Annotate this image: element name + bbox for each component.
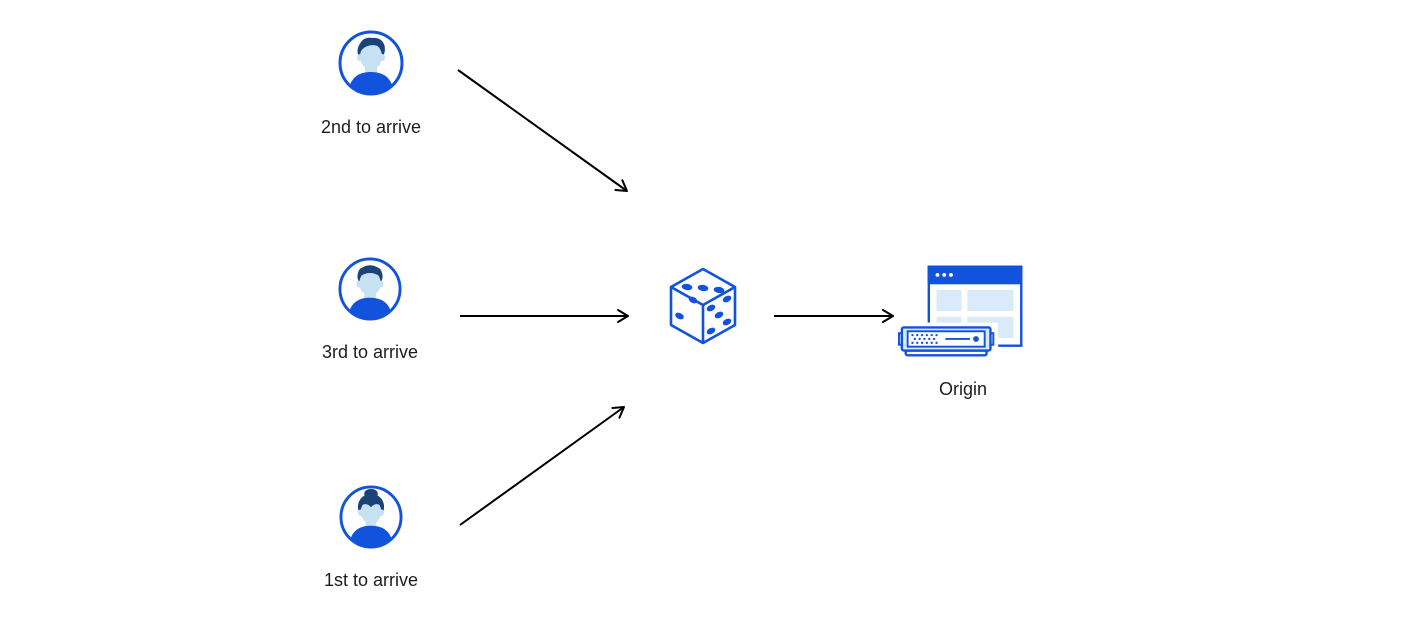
node-user-middle: 3rd to arrive: [290, 257, 450, 363]
dice-icon: [669, 267, 737, 345]
server-icon: [898, 322, 999, 359]
node-origin: Origin: [883, 262, 1043, 400]
server-vent-dots: [911, 333, 938, 344]
dice-pips: [675, 283, 732, 335]
node-randomizer: [666, 266, 740, 352]
male-avatar-flat-top-icon: [338, 257, 402, 321]
arrow-user-bottom-to-dice: [459, 406, 625, 526]
origin-label: Origin: [938, 379, 987, 399]
node-user-bottom: 1st to arrive: [291, 485, 451, 591]
user-top-label: 2nd to arrive: [320, 117, 422, 137]
user-middle-label: 3rd to arrive: [321, 342, 419, 362]
node-user-top: 2nd to arrive: [291, 30, 451, 138]
origin-server-browser-icon: [898, 265, 1023, 359]
female-avatar-bun-icon: [339, 485, 403, 549]
male-avatar-swept-hair-icon: [338, 30, 404, 96]
user-bottom-label: 1st to arrive: [323, 570, 419, 590]
arrow-user-top-to-dice: [457, 69, 628, 192]
